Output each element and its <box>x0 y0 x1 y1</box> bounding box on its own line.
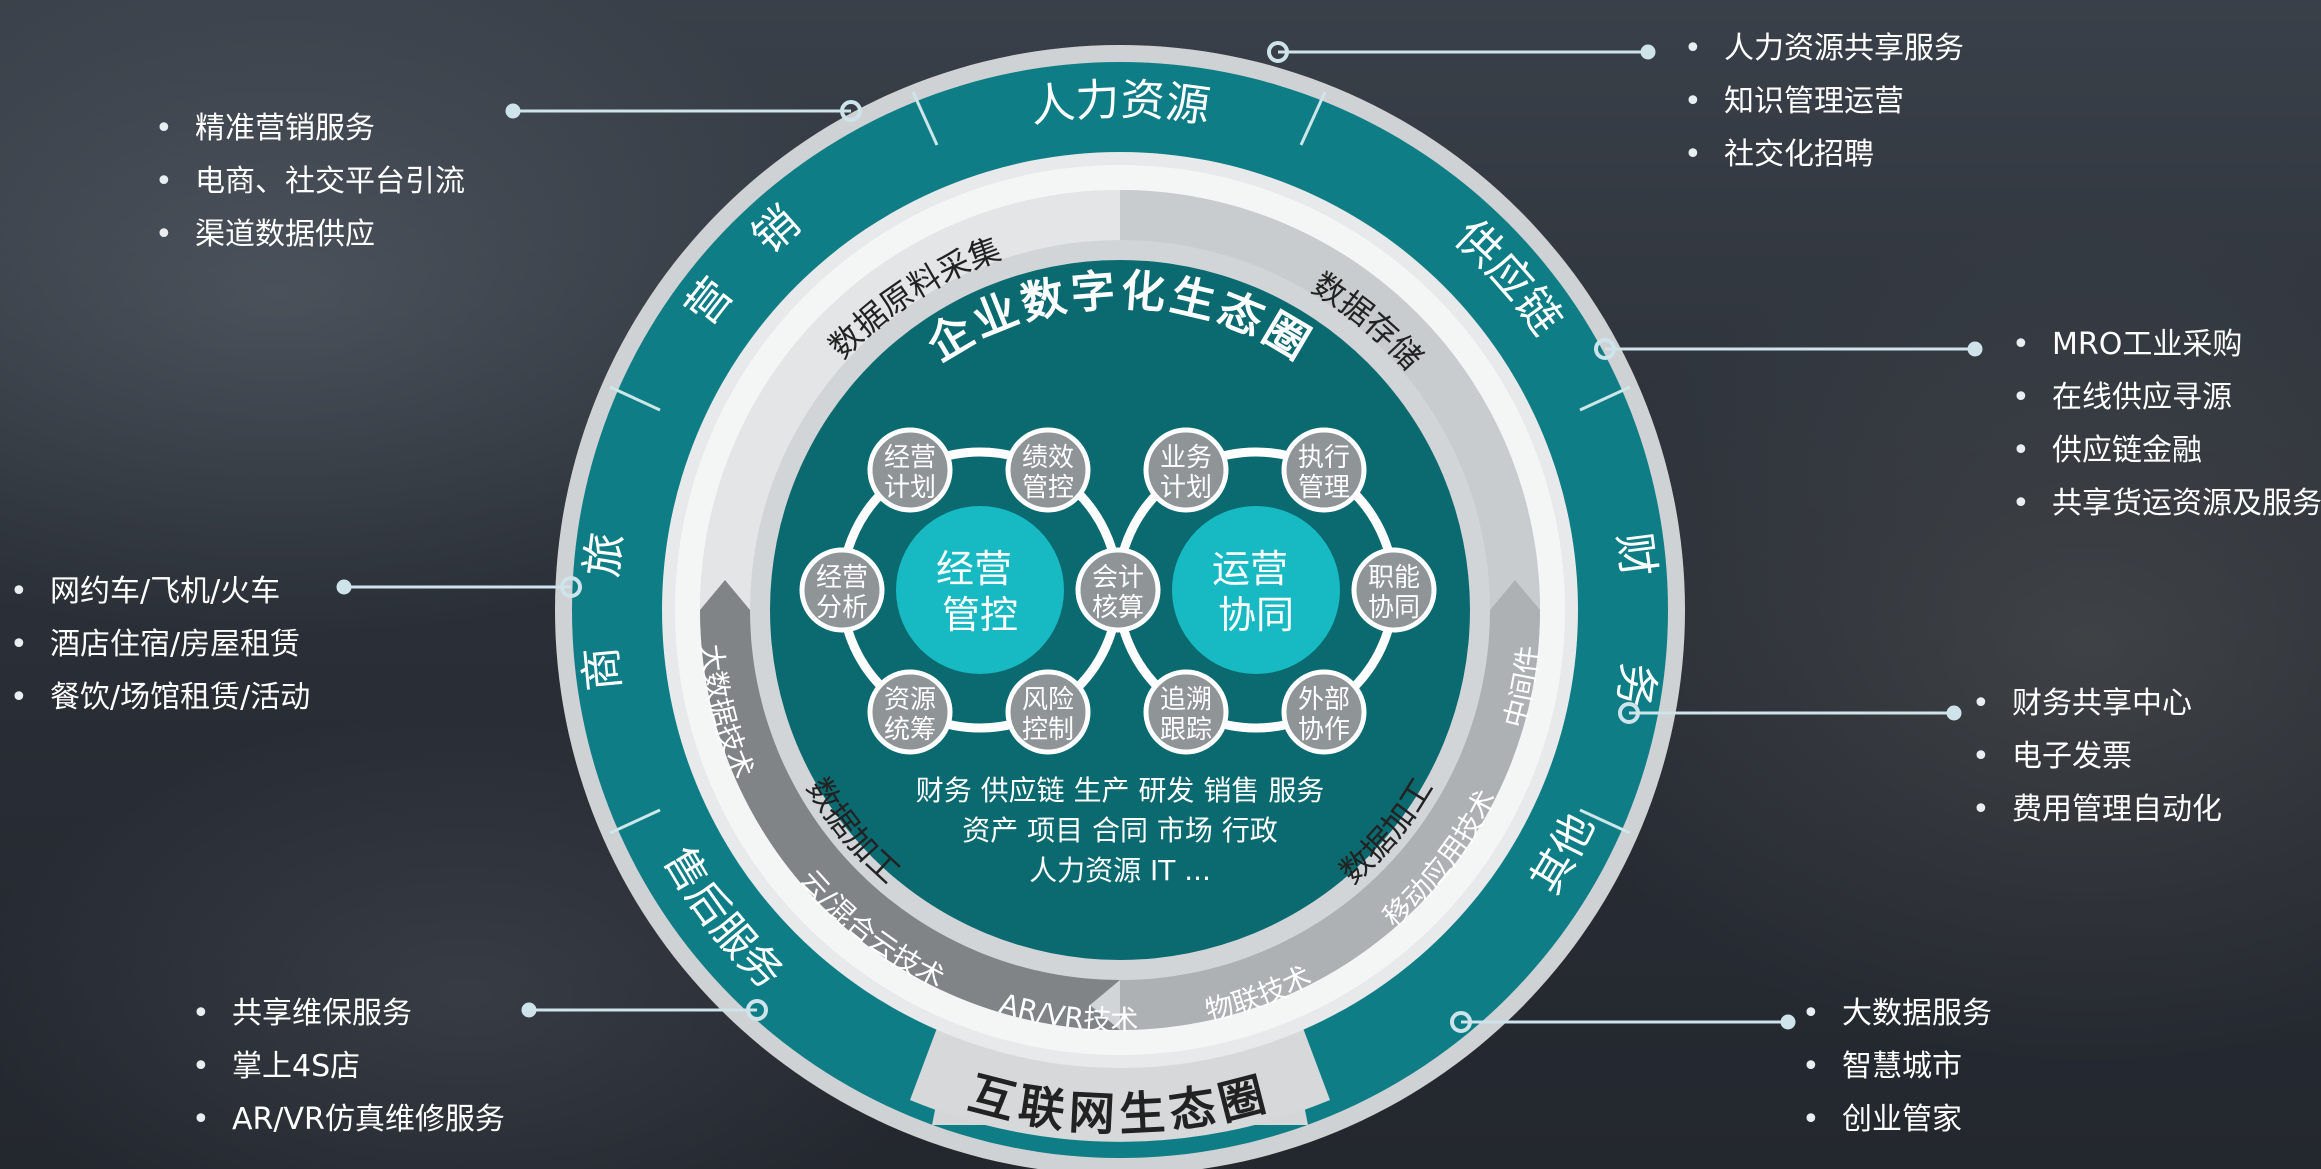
process-arrow-left <box>700 580 1120 1030</box>
list-item: 掌上4S店 <box>192 1040 505 1093</box>
node-business-plan: 经营计划 <box>867 427 953 513</box>
list-item: 供应链金融 <box>2012 424 2321 477</box>
node-resources: 资源统筹 <box>867 669 953 755</box>
list-item: 人力资源共享服务 <box>1684 22 1964 75</box>
list-item: 社交化招聘 <box>1684 128 1964 181</box>
list-item: AR/VR仿真维修服务 <box>192 1093 505 1146</box>
node-operations-plan-label: 业务计划 <box>1160 443 1212 503</box>
list-item: 财务共享中心 <box>1972 677 2222 730</box>
list-item: 渠道数据供应 <box>155 208 465 261</box>
list-item: 餐饮/场馆租赁/活动 <box>10 671 310 724</box>
list-item: 大数据服务 <box>1802 987 1992 1040</box>
list-item: 创业管家 <box>1802 1093 1992 1146</box>
callout-finance: 财务共享中心 电子发票 费用管理自动化 <box>1972 677 2222 836</box>
node-analysis: 经营分析 <box>799 547 885 633</box>
callout-hr: 人力资源共享服务 知识管理运营 社交化招聘 <box>1684 22 1964 181</box>
node-function: 职能协同 <box>1351 547 1437 633</box>
list-item: 费用管理自动化 <box>1972 783 2222 836</box>
right-hub <box>1172 506 1340 674</box>
node-risk: 风险控制 <box>1005 669 1091 755</box>
node-execution-label: 执行管理 <box>1298 443 1350 503</box>
node-performance: 绩效管控 <box>1005 427 1091 513</box>
list-item: 电子发票 <box>1972 730 2222 783</box>
node-external-label: 外部协作 <box>1298 685 1350 745</box>
ring-separators <box>609 91 1631 835</box>
node-accounting: 会计核算 <box>1075 547 1161 633</box>
node-execution: 执行管理 <box>1281 427 1367 513</box>
list-item: 在线供应寻源 <box>2012 371 2321 424</box>
domain-line-2: 资产 项目 合同 市场 行政 <box>962 814 1278 847</box>
node-external: 外部协作 <box>1281 669 1367 755</box>
business-domains: 财务 供应链 生产 研发 销售 服务 资产 项目 合同 市场 行政 人力资源 I… <box>916 774 1325 887</box>
domain-line-1: 财务 供应链 生产 研发 销售 服务 <box>916 774 1325 807</box>
callout-travel: 网约车/飞机/火车 酒店住宿/房屋租赁 餐饮/场馆租赁/活动 <box>10 565 310 724</box>
node-tracing: 追溯跟踪 <box>1143 669 1229 755</box>
list-item: 酒店住宿/房屋租赁 <box>10 618 310 671</box>
domain-line-3: 人力资源 IT ... <box>1029 854 1211 887</box>
list-item: 精准营销服务 <box>155 102 465 155</box>
node-business-plan-label: 经营计划 <box>884 443 936 503</box>
node-resources-label: 资源统筹 <box>884 685 936 745</box>
node-tracing-label: 追溯跟踪 <box>1160 685 1212 745</box>
node-risk-label: 风险控制 <box>1022 685 1074 745</box>
list-item: 共享维保服务 <box>192 987 505 1040</box>
collect-arrow <box>700 190 1150 610</box>
store-arrow <box>1120 190 1540 610</box>
ring-label-finance-a: 财 <box>1607 530 1663 580</box>
list-item: 网约车/飞机/火车 <box>10 565 310 618</box>
left-hub <box>896 506 1064 674</box>
process-arrow-right <box>1120 580 1540 1030</box>
list-item: 电商、社交平台引流 <box>155 155 465 208</box>
list-item: 智慧城市 <box>1802 1040 1992 1093</box>
node-analysis-label: 经营分析 <box>816 563 868 623</box>
callout-other: 大数据服务 智慧城市 创业管家 <box>1802 987 1992 1146</box>
callout-supply: MRO工业采购 在线供应寻源 供应链金融 共享货运资源及服务 <box>2012 318 2321 530</box>
callout-aftersales: 共享维保服务 掌上4S店 AR/VR仿真维修服务 <box>192 987 505 1146</box>
ring-label-finance-b: 务 <box>1607 660 1663 710</box>
node-accounting-label: 会计核算 <box>1092 563 1144 623</box>
callout-marketing: 精准营销服务 电商、社交平台引流 渠道数据供应 <box>155 102 465 261</box>
list-item: MRO工业采购 <box>2012 318 2321 371</box>
left-hub-label: 经营 管控 <box>936 547 1024 637</box>
ring-label-travel-a: 商 <box>575 645 630 694</box>
node-performance-label: 绩效管控 <box>1022 443 1074 503</box>
node-operations-plan: 业务计划 <box>1143 427 1229 513</box>
right-hub-label: 运营 协同 <box>1212 547 1300 637</box>
connector-dots <box>336 41 1983 1033</box>
connectors <box>344 50 1975 1024</box>
list-item: 知识管理运营 <box>1684 75 1964 128</box>
ring-label-travel-b: 旅 <box>577 530 633 580</box>
node-function-label: 职能协同 <box>1368 563 1420 623</box>
list-item: 共享货运资源及服务 <box>2012 477 2321 530</box>
